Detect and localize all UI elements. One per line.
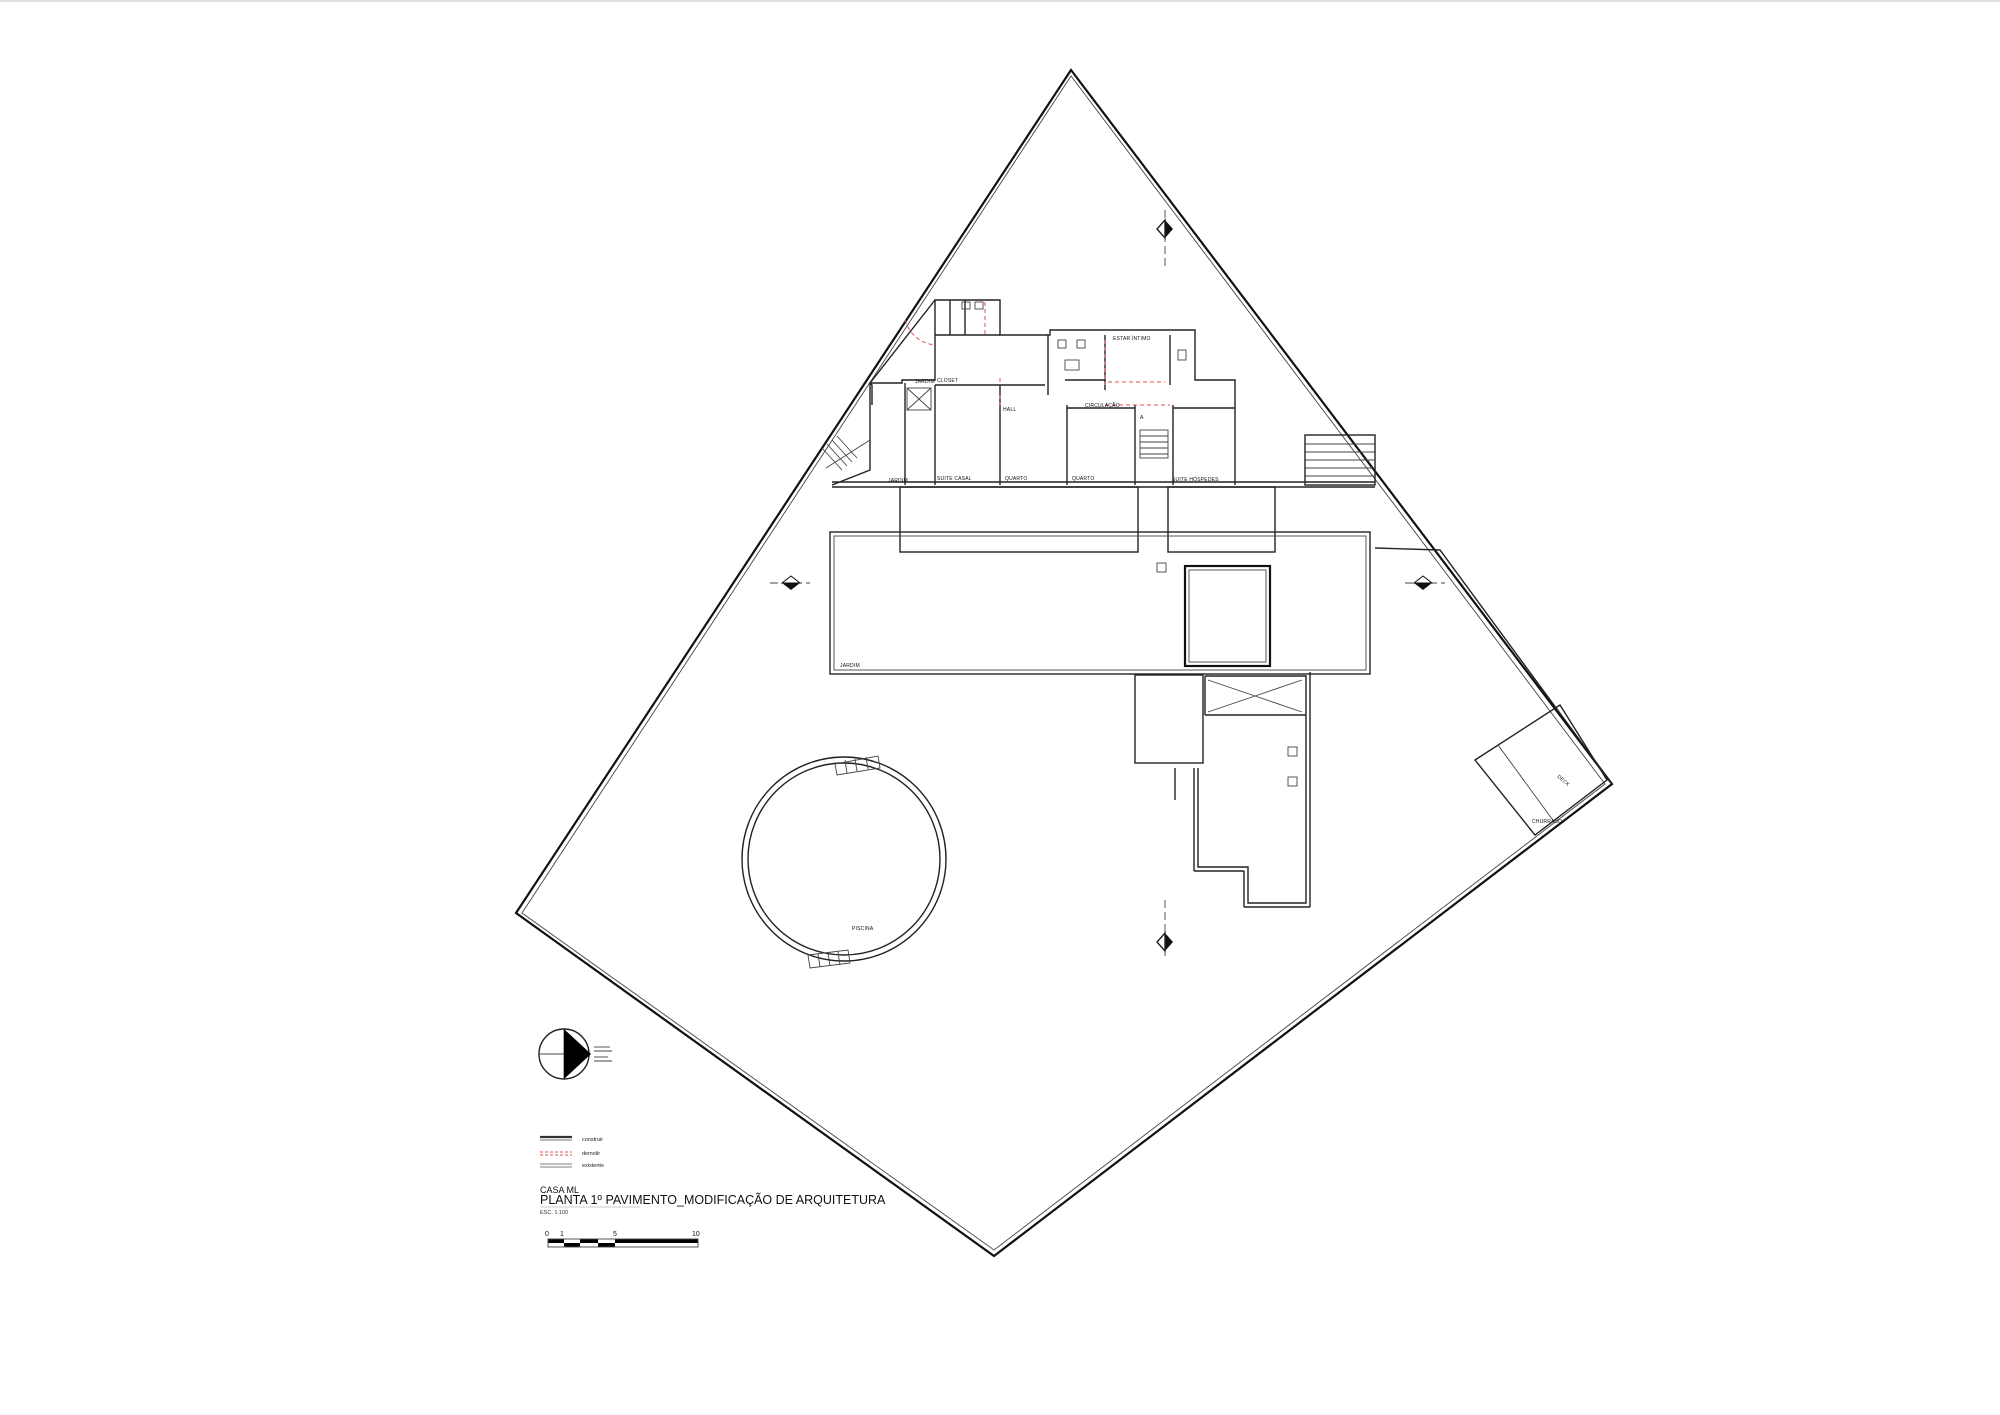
label-stair-a: A xyxy=(1140,415,1144,421)
label-quarto-2: QUARTO xyxy=(1072,476,1094,482)
section-marker-bottom xyxy=(1156,900,1173,960)
label-suite-casal: SUITE CASAL xyxy=(937,476,972,482)
legend-construir-label: construir xyxy=(582,1137,603,1143)
pool xyxy=(741,755,947,969)
legend-existente: existente xyxy=(540,1163,604,1169)
label-suite-hospedes: SUITE HÓSPEDES xyxy=(1172,476,1219,483)
legend-demolir-label: demolir xyxy=(582,1151,600,1157)
legend-existente-label: existente xyxy=(582,1163,604,1169)
label-jardim-roof: JARDIM xyxy=(840,663,860,669)
bbq-corner xyxy=(1473,704,1608,836)
scale-bar: 0 1 5 10 xyxy=(545,1231,700,1248)
legend: construir demolir existente xyxy=(540,1135,604,1169)
roof-garden-slab xyxy=(829,531,1613,785)
scale-label-0: 0 xyxy=(545,1231,549,1238)
lower-annex xyxy=(1174,672,1311,908)
section-marker-left xyxy=(770,575,810,590)
label-closet: CLOSET xyxy=(937,378,958,384)
drawing-title: PLANTA 1º PAVIMENTO_MODIFICAÇÃO DE ARQUI… xyxy=(540,1193,886,1207)
room-labels: JARDIM CLOSET HALL CIRCULAÇÃO ESTAR ÍNTI… xyxy=(840,335,1571,932)
upper-floor-block xyxy=(821,299,1376,488)
label-piscina: PISCINA xyxy=(852,926,874,932)
scale-label-1: 1 xyxy=(560,1231,564,1238)
scale-label-5: 5 xyxy=(613,1231,617,1238)
label-hall: HALL xyxy=(1003,407,1016,413)
site-boundary xyxy=(514,68,1614,1258)
north-arrow-icon xyxy=(538,1028,612,1080)
scale-label-10: 10 xyxy=(692,1231,700,1238)
label-quarto-1: QUARTO xyxy=(1005,476,1027,482)
section-marker-top xyxy=(1156,210,1173,270)
label-estar-intimo: ESTAR ÍNTIMO xyxy=(1113,335,1151,342)
label-circulacao: CIRCULAÇÃO xyxy=(1085,402,1120,409)
drawing-scale: ESC. 1:100 xyxy=(540,1210,568,1216)
section-marker-right xyxy=(1405,575,1445,590)
legend-construir: construir xyxy=(540,1135,603,1143)
label-churrasco: CHURRASQ. xyxy=(1532,819,1564,825)
label-deck: DECK xyxy=(1556,774,1571,788)
label-jardim-top: JARDIM xyxy=(915,379,935,385)
project-name: CASA ML xyxy=(540,1185,579,1195)
pergola-hatch xyxy=(899,486,1276,764)
legend-demolir: demolir xyxy=(540,1151,600,1157)
label-jardim-left: JARDIM xyxy=(888,478,908,484)
title-block: CASA ML PLANTA 1º PAVIMENTO_MODIFICAÇÃO … xyxy=(540,1185,886,1216)
